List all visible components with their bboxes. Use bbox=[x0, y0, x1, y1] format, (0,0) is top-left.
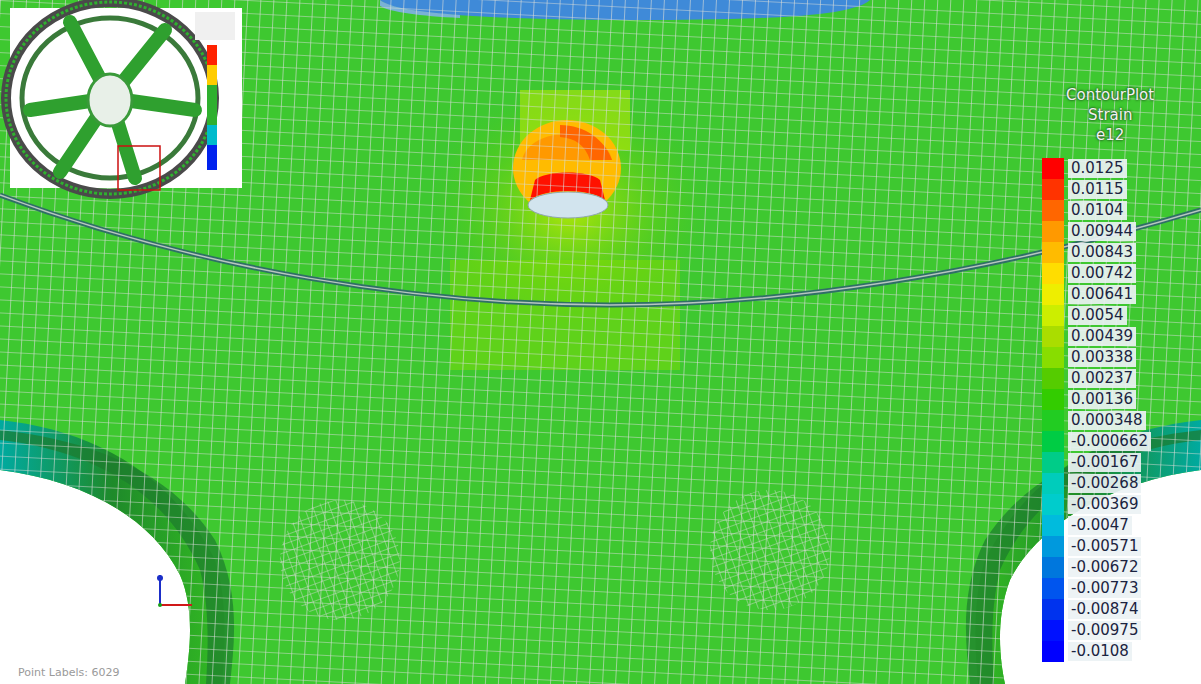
legend-value: -0.00167 bbox=[1068, 453, 1141, 472]
legend-value: 0.00338 bbox=[1068, 348, 1136, 367]
legend-value: -0.00369 bbox=[1068, 495, 1141, 514]
color-swatch bbox=[1042, 368, 1064, 389]
legend-row: 0.00944 bbox=[1042, 221, 1162, 242]
legend-row: 0.00136 bbox=[1042, 389, 1162, 410]
legend-row: 0.00338 bbox=[1042, 347, 1162, 368]
legend-value: 0.0104 bbox=[1068, 201, 1127, 220]
color-swatch bbox=[1042, 599, 1064, 620]
legend-value: -0.0047 bbox=[1068, 516, 1132, 535]
color-swatch bbox=[1042, 158, 1064, 179]
color-swatch bbox=[1042, 557, 1064, 578]
color-swatch bbox=[1042, 452, 1064, 473]
legend-row: -0.00167 bbox=[1042, 452, 1162, 473]
legend-row: -0.00874 bbox=[1042, 599, 1162, 620]
color-swatch bbox=[1042, 179, 1064, 200]
quantity-label: Strain bbox=[1088, 106, 1132, 124]
legend-value: -0.00268 bbox=[1068, 474, 1141, 493]
color-swatch bbox=[1042, 473, 1064, 494]
color-swatch bbox=[1042, 431, 1064, 452]
color-swatch bbox=[1042, 305, 1064, 326]
legend-row: 0.00641 bbox=[1042, 284, 1162, 305]
status-label: Point Labels: 6029 bbox=[18, 666, 119, 679]
color-swatch bbox=[1042, 578, 1064, 599]
legend-value: 0.00439 bbox=[1068, 327, 1136, 346]
legend-row: 0.0115 bbox=[1042, 179, 1162, 200]
legend-value: 0.00944 bbox=[1068, 222, 1136, 241]
legend-row: -0.0108 bbox=[1042, 641, 1162, 662]
color-swatch bbox=[1042, 536, 1064, 557]
legend-row: 0.00439 bbox=[1042, 326, 1162, 347]
legend-row: 0.00237 bbox=[1042, 368, 1162, 389]
component-label: e12 bbox=[1096, 126, 1124, 144]
color-swatch bbox=[1042, 221, 1064, 242]
color-swatch bbox=[1042, 326, 1064, 347]
legend-row: -0.00571 bbox=[1042, 536, 1162, 557]
legend-row: -0.00268 bbox=[1042, 473, 1162, 494]
plot-type-label: ContourPlot bbox=[1066, 86, 1154, 104]
legend-value: -0.00975 bbox=[1068, 621, 1141, 640]
legend-value: -0.00672 bbox=[1068, 558, 1141, 577]
legend-value: 0.00237 bbox=[1068, 369, 1136, 388]
legend-row: 0.0104 bbox=[1042, 200, 1162, 221]
legend-value: -0.0108 bbox=[1068, 642, 1132, 661]
legend-value: -0.00773 bbox=[1068, 579, 1141, 598]
color-swatch bbox=[1042, 515, 1064, 536]
legend-value: 0.0115 bbox=[1068, 180, 1127, 199]
legend-row: 0.00843 bbox=[1042, 242, 1162, 263]
legend-value: 0.000348 bbox=[1068, 411, 1146, 430]
legend-row: -0.00773 bbox=[1042, 578, 1162, 599]
legend-value: -0.00571 bbox=[1068, 537, 1141, 556]
color-swatch bbox=[1042, 389, 1064, 410]
legend-row: 0.0054 bbox=[1042, 305, 1162, 326]
color-swatch bbox=[1042, 263, 1064, 284]
legend-value: 0.00742 bbox=[1068, 264, 1136, 283]
legend-value: -0.00874 bbox=[1068, 600, 1141, 619]
legend-row: -0.00672 bbox=[1042, 557, 1162, 578]
legend-row: 0.0125 bbox=[1042, 158, 1162, 179]
legend-value: 0.0125 bbox=[1068, 159, 1127, 178]
legend-value: 0.00641 bbox=[1068, 285, 1136, 304]
legend-value: 0.00136 bbox=[1068, 390, 1136, 409]
legend-row: -0.00975 bbox=[1042, 620, 1162, 641]
legend-row: 0.00742 bbox=[1042, 263, 1162, 284]
legend-row: -0.00369 bbox=[1042, 494, 1162, 515]
legend-row: 0.000348 bbox=[1042, 410, 1162, 431]
color-swatch bbox=[1042, 410, 1064, 431]
legend-row: -0.0047 bbox=[1042, 515, 1162, 536]
color-swatch bbox=[1042, 284, 1064, 305]
color-swatch bbox=[1042, 494, 1064, 515]
color-swatch bbox=[1042, 641, 1064, 662]
legend-value: 0.00843 bbox=[1068, 243, 1136, 262]
legend-value: 0.0054 bbox=[1068, 306, 1127, 325]
color-swatch bbox=[1042, 200, 1064, 221]
color-swatch bbox=[1042, 242, 1064, 263]
color-swatch bbox=[1042, 347, 1064, 368]
legend-value: -0.000662 bbox=[1068, 432, 1151, 451]
legend-row: -0.000662 bbox=[1042, 431, 1162, 452]
color-swatch bbox=[1042, 620, 1064, 641]
